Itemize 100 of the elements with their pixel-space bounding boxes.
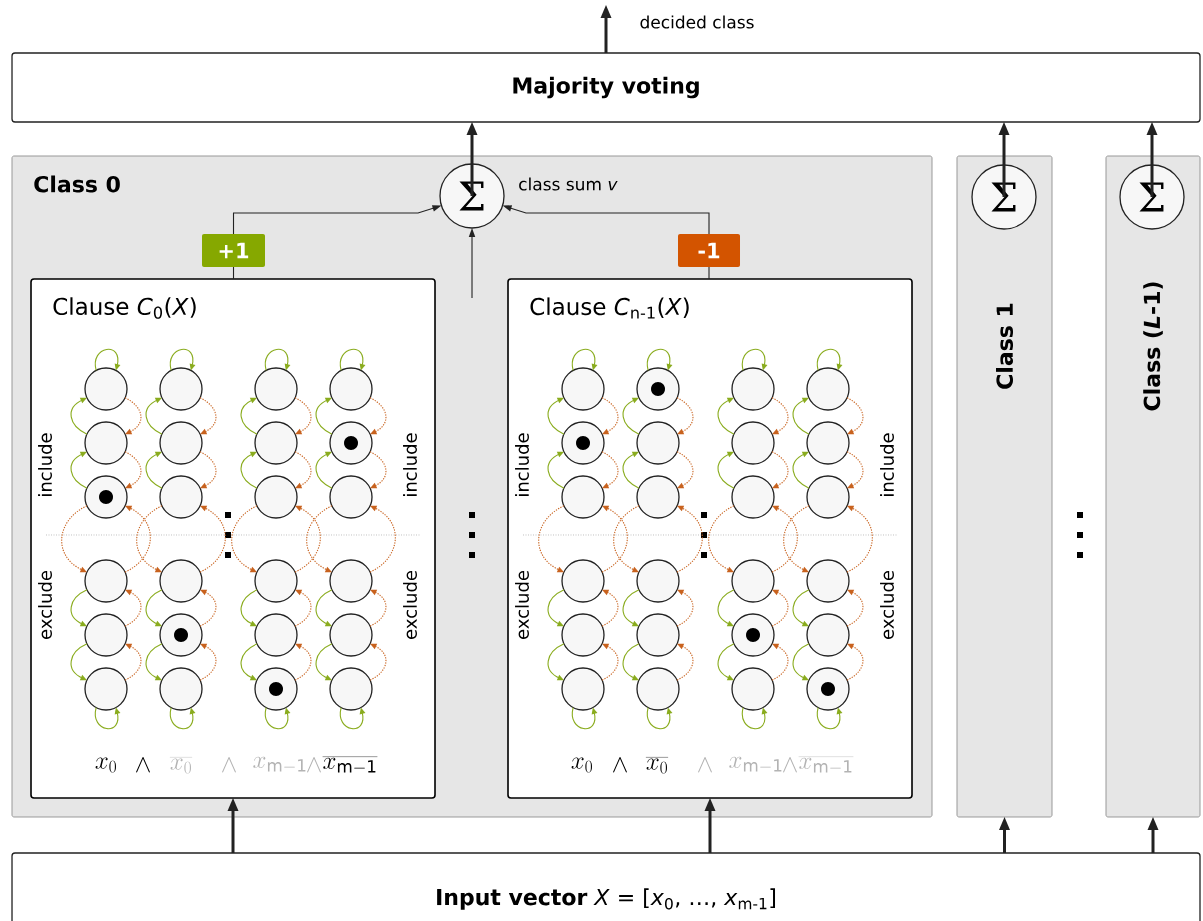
literal-formula: $x_{\mathrm{m-1}}$ [253, 756, 306, 772]
state-group-label: exclude [38, 571, 52, 639]
transition-arrow [846, 397, 864, 435]
transition-arrow [846, 505, 873, 573]
transition-arrow [622, 397, 640, 435]
weight-badge: -1 [678, 234, 740, 267]
transition-arrow [94, 707, 121, 730]
panel-title: Class 1 [996, 303, 1013, 389]
transition-arrow [676, 589, 694, 627]
state-circle [806, 613, 850, 657]
transition-arrow [199, 505, 226, 573]
state-circle [561, 559, 605, 603]
arrow [1147, 817, 1159, 853]
transition-arrow [846, 451, 864, 489]
state-circle [561, 367, 605, 411]
transition-arrow [708, 505, 735, 573]
clause-title: Clause C$_{n-1}$(X) [530, 297, 689, 319]
transition-arrow [622, 589, 640, 627]
arrow [502, 205, 710, 235]
arrow [1146, 122, 1158, 197]
transition-arrow [622, 451, 640, 489]
transition-arrow [717, 589, 735, 627]
transition-arrow [169, 348, 196, 371]
transition-arrow [547, 589, 565, 627]
transition-arrow [199, 589, 217, 627]
literal-formula: $\wedge$ [222, 757, 236, 773]
state-circle [806, 559, 850, 603]
transition-arrow [315, 397, 333, 435]
state-circle [329, 667, 373, 711]
transition-arrow [613, 505, 640, 573]
state-group-label: exclude [880, 571, 894, 639]
transition-arrow [538, 505, 565, 573]
state-circle [329, 613, 373, 657]
transition-arrow [61, 505, 88, 573]
state-group-label: exclude [515, 571, 529, 639]
transition-arrow [601, 643, 619, 681]
transition-arrow [741, 348, 768, 371]
transition-arrow [816, 348, 843, 371]
state-circle [329, 475, 373, 519]
transition-arrow [124, 589, 142, 627]
state-group-label: include [880, 433, 894, 496]
transition-arrow [369, 643, 387, 681]
transition-arrow [145, 589, 163, 627]
transition-arrow [145, 451, 163, 489]
transition-arrow [369, 397, 387, 435]
voting-box: Majority voting [11, 52, 1201, 123]
state-circle [84, 667, 128, 711]
transition-arrow [571, 348, 598, 371]
transition-arrow [145, 397, 163, 435]
literal-formula: $\wedge$ [698, 757, 712, 773]
transition-arrow [240, 589, 258, 627]
transition-arrow [846, 643, 864, 681]
state-circle [636, 667, 680, 711]
transition-arrow [199, 643, 217, 681]
state-circle [254, 475, 298, 519]
transition-arrow [646, 707, 673, 730]
input-box: Input vector X = [x$_{0}$, …, x$_{m-1}$] [11, 852, 1201, 921]
state-circle [159, 421, 203, 465]
transition-arrow [240, 643, 258, 681]
literal-formula: $\overline{x_{0}}$ [169, 757, 193, 774]
literal-formula: $\overline{x_{\mathrm{m-1}}}$ [322, 756, 378, 773]
literal-formula: $x_{0}$ [95, 757, 116, 773]
state-group-label: include [515, 433, 529, 496]
transition-arrow [792, 589, 810, 627]
arrow [468, 228, 476, 299]
weight-badge: +1 [202, 234, 265, 267]
state-circle [731, 559, 775, 603]
transition-arrow [70, 451, 88, 489]
state-group-label: exclude [403, 571, 417, 639]
transition-arrow [792, 451, 810, 489]
state-circle [731, 367, 775, 411]
state-circle [636, 421, 680, 465]
transition-arrow [199, 451, 217, 489]
transition-arrow [816, 707, 843, 730]
transition-arrow [741, 707, 768, 730]
arrow [998, 122, 1010, 197]
transition-arrow [646, 348, 673, 371]
transition-arrow [240, 397, 258, 435]
transition-arrow [315, 589, 333, 627]
state-circle [731, 667, 775, 711]
state-circle [254, 559, 298, 603]
transition-arrow [369, 451, 387, 489]
connector-line [708, 266, 710, 280]
arrow [232, 205, 442, 235]
transition-arrow [169, 707, 196, 730]
transition-arrow [771, 643, 789, 681]
transition-arrow [547, 451, 565, 489]
state-circle [254, 367, 298, 411]
state-circle [159, 367, 203, 411]
state-circle [159, 559, 203, 603]
transition-arrow [601, 451, 619, 489]
panel-title: Class 0 [34, 175, 120, 193]
transition-arrow [771, 451, 789, 489]
connector-line [232, 266, 235, 280]
transition-arrow [264, 707, 291, 730]
literal-formula: $\overline{x_{0}}$ [645, 757, 669, 774]
transition-arrow [294, 643, 312, 681]
clause-title: Clause C$_{0}$(X) [53, 297, 196, 319]
transition-arrow [792, 397, 810, 435]
transition-arrow [717, 451, 735, 489]
